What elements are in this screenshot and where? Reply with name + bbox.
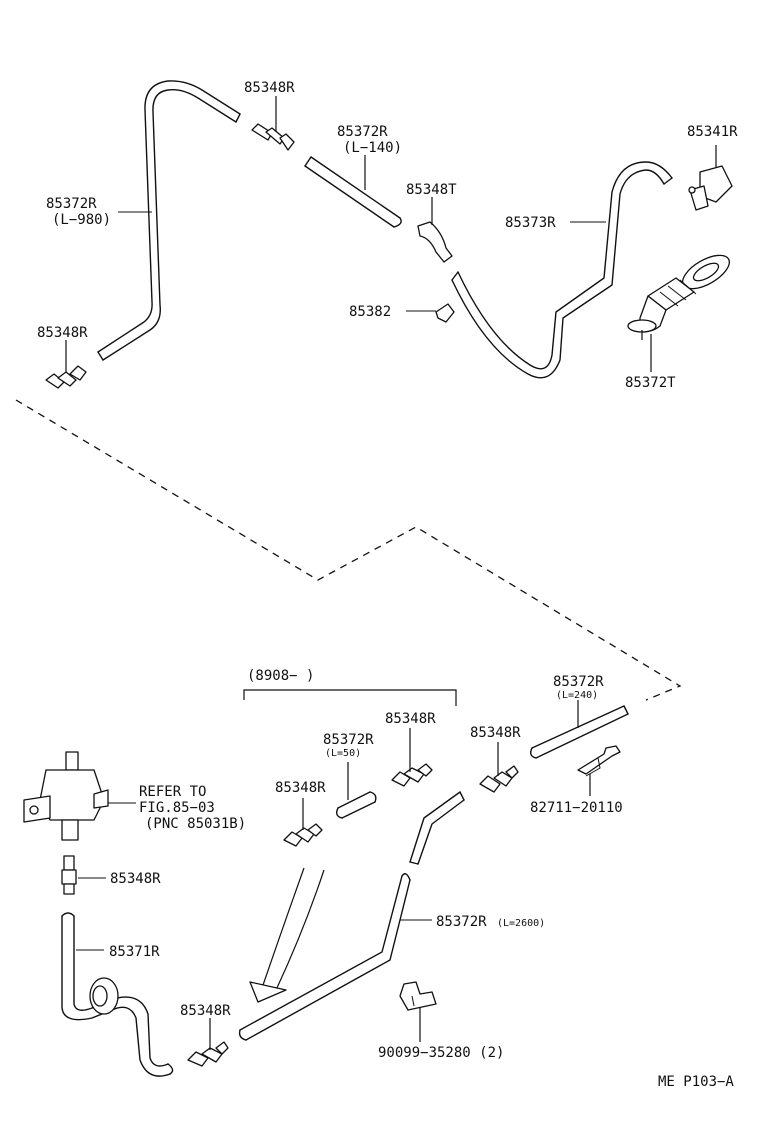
label-85348t: 85348T [406,182,457,198]
label-85372r-240: 85372R [553,674,604,690]
label-85348r-bottom: 85348R [180,1003,231,1019]
label-90099-35280: 90099−35280 (2) [378,1045,504,1061]
label-85372r-50-length: (L=50) [325,748,361,759]
label-85348r-lower: 85348R [275,780,326,796]
label-85373r: 85373R [505,215,556,231]
clip-82711-20110 [577,745,621,777]
page-reference: ME P103−A [658,1074,734,1090]
label-82711-20110: 82711−20110 [530,800,623,816]
label-85372r-2600-length: (L=2600) [497,918,545,929]
direction-arrow [249,867,325,1003]
refer-to-line1: REFER TO [139,784,206,800]
connector-85348r-left [45,365,87,389]
label-85348r-top: 85348R [244,80,295,96]
connector-85348r-bottom [187,1041,229,1067]
label-85348r-vsv: 85348R [110,871,161,887]
clip-90099-35280 [399,981,437,1011]
connector-85348r-lower [283,823,323,847]
label-85371r: 85371R [109,944,160,960]
label-85372t: 85372T [625,375,676,391]
label-85348r-right: 85348R [470,725,521,741]
hose-85372r-50 [335,791,377,819]
label-85372r-50: 85372R [323,732,374,748]
clip-85382 [435,303,455,323]
hose-85371r [61,912,174,1077]
label-production-range: (8908− ) [247,668,314,684]
hose-bend-small [409,791,465,865]
refer-to-line2: FIG.85−03 [139,800,215,816]
label-85372r-980-length: (L−980) [52,212,111,228]
hose-85372r-2600 [238,873,411,1041]
hose-85372t [627,254,730,340]
label-85372r-140-length: (L−140) [343,140,402,156]
vsv-assembly [23,751,109,841]
elbow-85348t [417,221,453,263]
hose-85373r [451,161,673,379]
label-85341r: 85341R [687,124,738,140]
label-85372r-980: 85372R [46,196,97,212]
label-85348r-left: 85348R [37,325,88,341]
hose-85372r-140 [304,156,402,228]
hose-85372r-980 [97,80,241,361]
label-85348r-mid: 85348R [385,711,436,727]
label-85372r-240-length: (L=240) [556,690,598,701]
refer-to-line3: (PNC 85031B) [145,816,246,832]
connector-85348r-vsv [61,855,77,895]
label-85382: 85382 [349,304,391,320]
connector-85348r-mid [391,763,433,787]
label-85372r-140: 85372R [337,124,388,140]
label-85372r-2600: 85372R [436,914,487,930]
connector-85348r-right [479,765,519,793]
connector-85348r-top [251,123,295,151]
bracket-85341r [688,165,733,211]
